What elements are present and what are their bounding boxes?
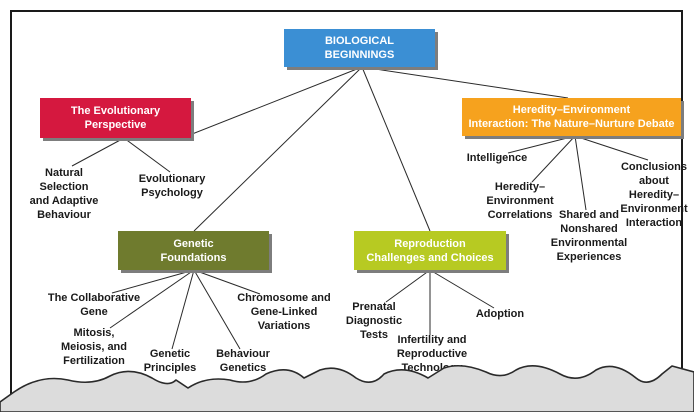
connector-line: [361, 66, 431, 232]
connector-line: [574, 135, 587, 211]
connector-line: [385, 269, 431, 303]
connector-line: [193, 269, 261, 295]
reproduction-box: Reproduction Challenges and Choices: [354, 231, 506, 270]
connector-line: [531, 135, 576, 183]
leaf-adoption: Adoption: [475, 308, 525, 320]
leaf-shared-nonshared: Shared and Nonshared Environmental Exper…: [550, 209, 628, 263]
leaf-mitosis-meiosis: Mitosis, Meiosis, and Fertilization: [60, 327, 128, 367]
connector-line: [361, 66, 569, 99]
connector-line: [71, 137, 125, 167]
connector-line: [109, 269, 195, 329]
leaf-prenatal-tests: Prenatal Diagnostic Tests: [345, 301, 403, 341]
leaf-intelligence: Intelligence: [466, 152, 528, 164]
connector-line: [429, 269, 495, 309]
connector-line: [507, 135, 576, 154]
genetic-foundations-box: Genetic Foundations: [118, 231, 269, 270]
connector-line: [171, 269, 195, 350]
connector-line: [111, 269, 195, 294]
leaf-genetic-principles: Genetic Principles: [143, 348, 197, 374]
leaf-behaviour-genetics: Behaviour Genetics: [216, 348, 270, 374]
leaf-infertility: Infertility and Reproductive Technology: [396, 334, 468, 374]
diagram-frame: [10, 10, 683, 410]
connector-line: [193, 66, 363, 232]
evolutionary-perspective-box: The Evolutionary Perspective: [40, 98, 191, 138]
connector-line: [574, 135, 649, 161]
leaf-evolutionary-psychology: Evolutionary Psychology: [138, 173, 206, 199]
connector-line: [181, 66, 363, 139]
leaf-chromosome-variations: Chromosome and Gene-Linked Variations: [237, 292, 331, 332]
leaf-natural-selection: Natural Selection and Adaptive Behaviour: [29, 167, 99, 221]
heredity-environment-box: Heredity–Environment Interaction: The Na…: [462, 98, 681, 136]
leaf-heredity-environment-correlations: Heredity– Environment Correlations: [486, 181, 554, 221]
connector-line: [193, 269, 241, 350]
connector-line: [123, 137, 171, 173]
root-box: BIOLOGICAL BEGINNINGS: [284, 29, 435, 67]
leaf-collaborative-gene: The Collaborative Gene: [47, 292, 141, 318]
leaf-conclusions: Conclusions about Heredity– Environment …: [620, 161, 688, 229]
